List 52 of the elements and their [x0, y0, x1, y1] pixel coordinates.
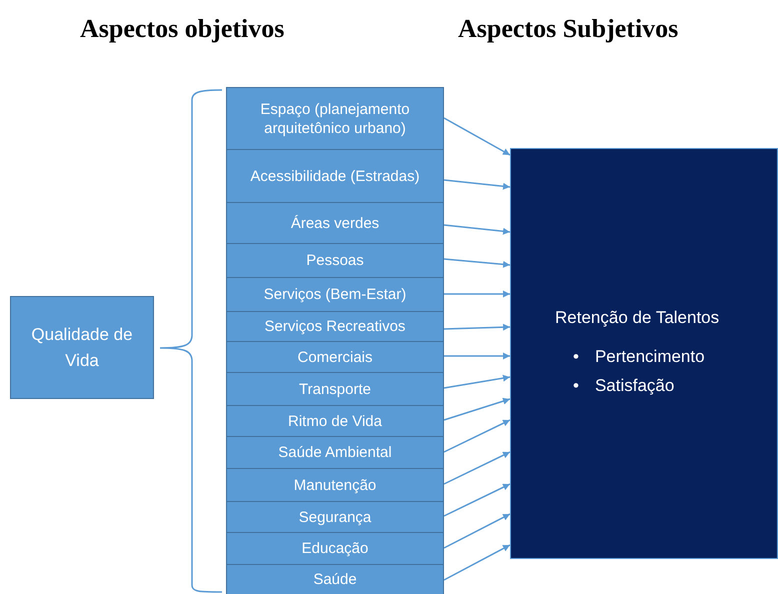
arrow: [444, 513, 510, 549]
arrow: [444, 179, 510, 190]
category-box: [226, 243, 444, 278]
arrow: [444, 451, 510, 485]
box-label: Educação: [302, 539, 368, 558]
arrow: [444, 544, 510, 581]
category-box: [226, 87, 444, 150]
category-box: [226, 277, 444, 312]
box-label: Pessoas: [306, 251, 364, 270]
heading: Aspectos objetivos: [80, 14, 284, 44]
arrow: [444, 419, 510, 453]
category-box: [226, 436, 444, 469]
panel-heading: Retenção de Talentos: [555, 308, 720, 328]
box-label: Qualidade de Vida: [30, 324, 134, 372]
arrow: [444, 224, 510, 235]
arrow: [444, 324, 510, 331]
bullet: •: [573, 346, 579, 368]
box-label: Ritmo de Vida: [288, 412, 382, 430]
box-label: Serviços (Bem-Estar): [264, 285, 406, 304]
category-box: [226, 311, 444, 342]
category-box: [226, 341, 444, 373]
result-panel: [510, 148, 778, 559]
box-label: Manutenção: [294, 476, 376, 494]
bullet: •: [573, 374, 579, 396]
category-box: [226, 501, 444, 533]
box-label: Saúde: [313, 570, 357, 589]
heading: Aspectos Subjetivos: [458, 14, 678, 44]
box-label: Segurança: [298, 508, 372, 526]
bullet-text: Satisfação: [594, 374, 674, 397]
category-box: [226, 149, 444, 203]
category-box: [226, 202, 444, 244]
bullet-text: Pertencimento: [594, 346, 705, 368]
arrow: [444, 352, 510, 360]
category-box: [226, 532, 444, 565]
arrow: [444, 258, 510, 268]
arrow: [444, 398, 510, 421]
box-label: Serviços Recreativos: [264, 317, 406, 336]
category-box: [226, 372, 444, 406]
arrow: [444, 117, 510, 156]
arrow: [444, 483, 510, 517]
box-label: Transporte: [299, 380, 371, 398]
arrow: [444, 290, 510, 298]
box-label: Saúde Ambiental: [278, 443, 392, 462]
box-label: Áreas verdes: [290, 214, 380, 232]
box-label: Acessibilidade (Estradas): [250, 166, 420, 186]
category-box: [226, 564, 444, 594]
category-box: [10, 296, 154, 399]
category-box: [226, 405, 444, 437]
category-box: [226, 468, 444, 502]
arrow: [444, 374, 510, 389]
box-label: Comerciais: [297, 348, 372, 366]
box-label: Espaço (planejamento arquitetônico urbano): [259, 100, 411, 138]
